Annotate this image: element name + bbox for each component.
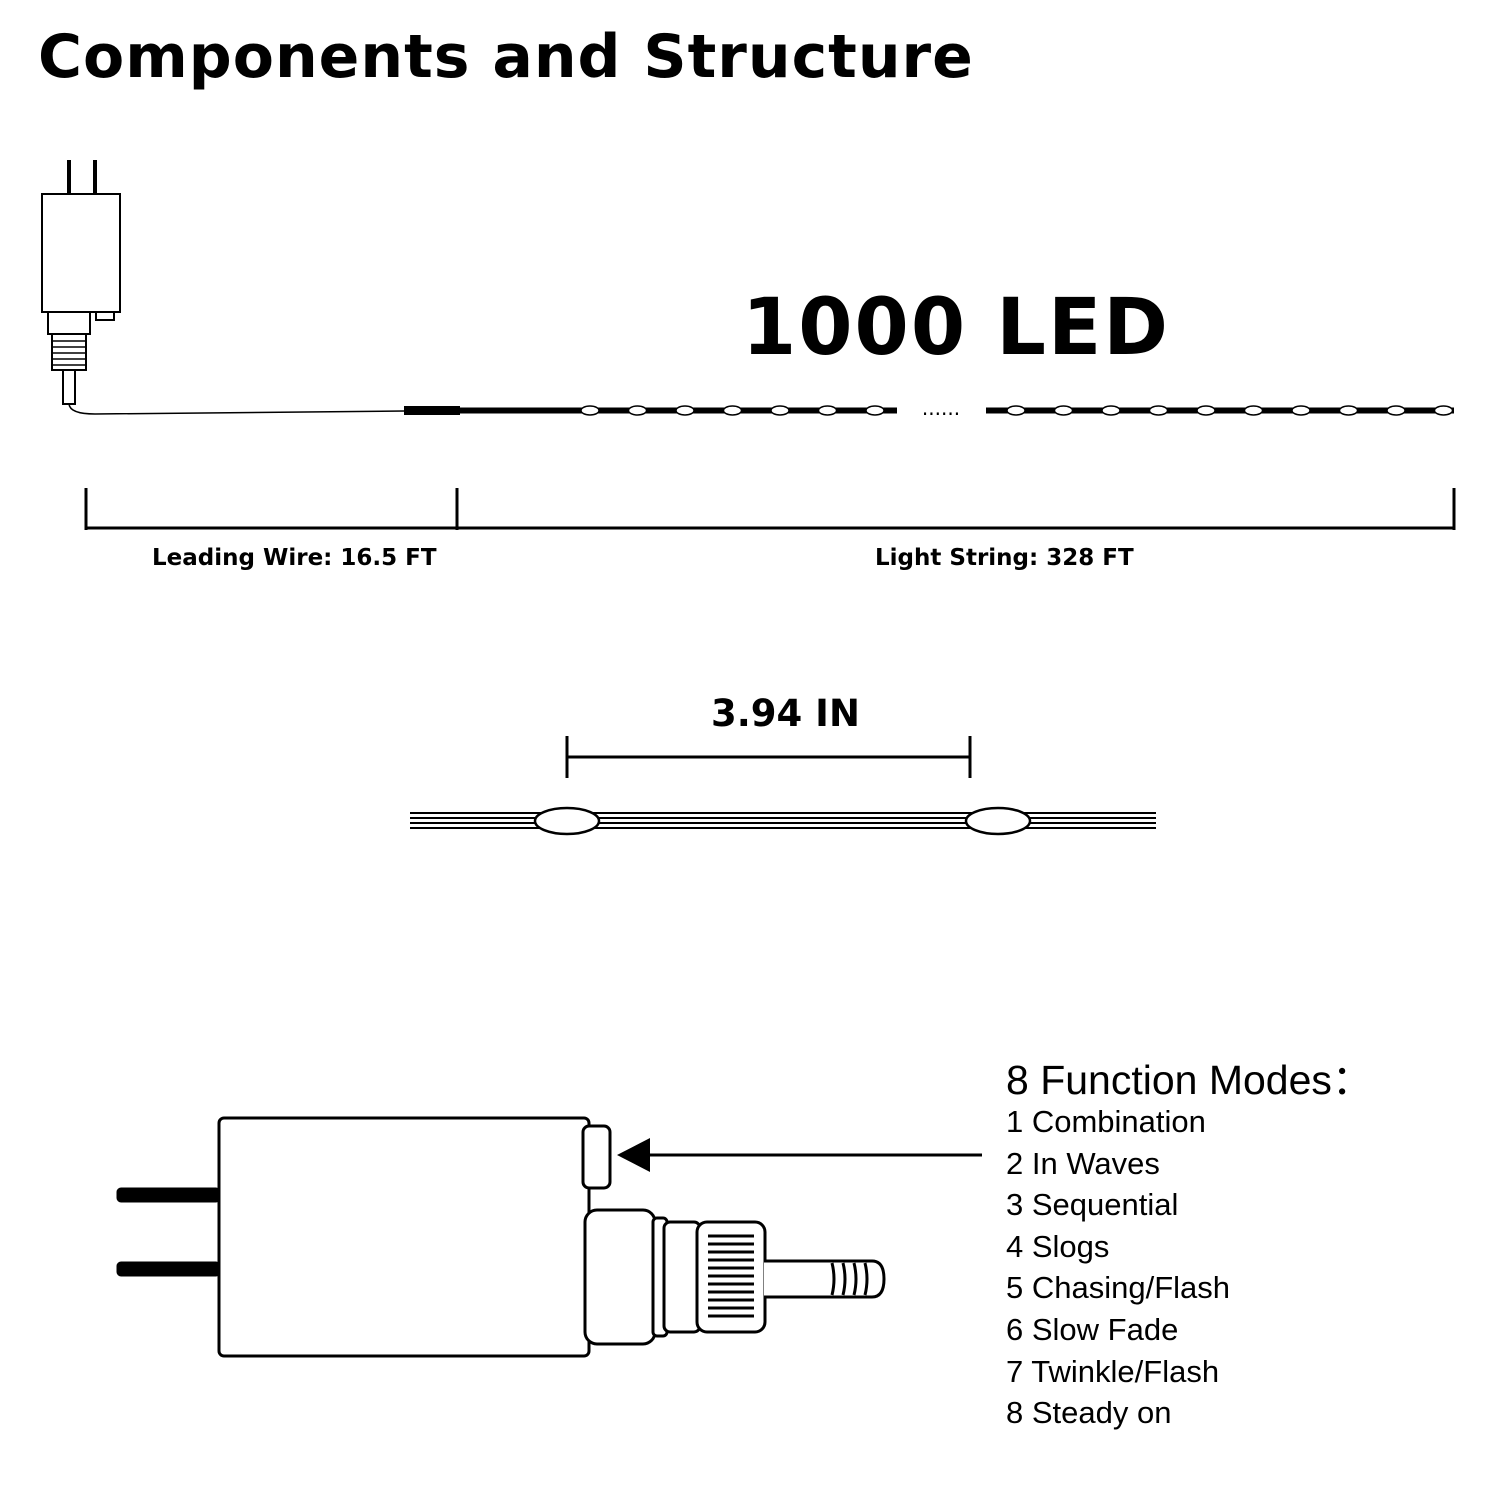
detail-led-right	[964, 806, 1032, 836]
led-bead	[817, 405, 838, 416]
led-bead	[675, 405, 695, 416]
adapter-body	[217, 1116, 591, 1358]
led-bead	[1433, 405, 1454, 416]
jack-pin-grooves	[830, 1262, 869, 1296]
light-string-segment-right	[986, 407, 1454, 414]
collar-sleeve	[662, 1220, 702, 1334]
mode-item: 3 Sequential	[1006, 1187, 1179, 1223]
led-bead	[1148, 405, 1169, 416]
small-adapter-body	[41, 193, 121, 313]
mode-item: 8 Steady on	[1006, 1395, 1172, 1431]
function-modes-title: 8 Function Modes：	[1006, 1057, 1373, 1103]
mode-item: 2 In Waves	[1006, 1145, 1160, 1181]
light-string-label: Light String: 328 FT	[875, 545, 1134, 571]
mode-item: 6 Slow Fade	[1006, 1311, 1179, 1347]
mode-item: 1 Combination	[1006, 1104, 1206, 1139]
large-adapter	[116, 1116, 886, 1358]
led-bead	[580, 405, 600, 416]
mode-item: 4 Slogs	[1006, 1228, 1110, 1264]
led-bead	[1101, 405, 1121, 416]
plug-prong-bottom	[116, 1261, 221, 1277]
spacing-dimension	[565, 736, 972, 778]
led-beads	[580, 405, 1454, 416]
nut-threads	[708, 1234, 754, 1318]
plug-prong-top	[116, 1187, 221, 1203]
page-title: Components and Structure	[38, 22, 974, 92]
led-bead	[770, 405, 790, 416]
length-brackets	[84, 488, 1456, 530]
mode-item: 5 Chasing/Flash	[1006, 1270, 1231, 1306]
small-jack-pin	[62, 369, 76, 405]
led-bead	[627, 405, 648, 416]
detail-wire	[410, 812, 1156, 829]
small-threaded-nut	[51, 333, 87, 371]
mode-item: 7 Twinkle/Flash	[1006, 1353, 1220, 1389]
string-ellipsis: ......	[922, 396, 960, 420]
small-mode-button	[95, 311, 115, 321]
small-adapter	[41, 160, 405, 415]
function-modes-list: 1 Combination 2 In Waves 3 Sequential 4 …	[1006, 1101, 1230, 1434]
led-bead	[1053, 405, 1074, 416]
arrow-head	[617, 1138, 650, 1172]
led-bead	[865, 405, 885, 416]
leading-wire-cable	[68, 403, 405, 415]
leading-wire-label: Leading Wire: 16.5 FT	[152, 545, 437, 571]
led-bead	[1291, 405, 1311, 416]
adapter-collar	[583, 1208, 657, 1346]
led-bead	[1196, 405, 1216, 416]
led-bead	[1386, 405, 1406, 416]
small-adapter-collar	[47, 311, 91, 335]
led-bead	[722, 405, 743, 416]
detail-led-left	[533, 806, 601, 836]
mode-button	[581, 1124, 612, 1190]
led-bead	[1006, 405, 1026, 416]
led-bead	[1243, 405, 1264, 416]
cable-connector	[404, 406, 460, 415]
led-bead	[1338, 405, 1359, 416]
led-spacing-label: 3.94 IN	[711, 692, 860, 735]
led-count-heading: 1000 LED	[742, 283, 1170, 373]
